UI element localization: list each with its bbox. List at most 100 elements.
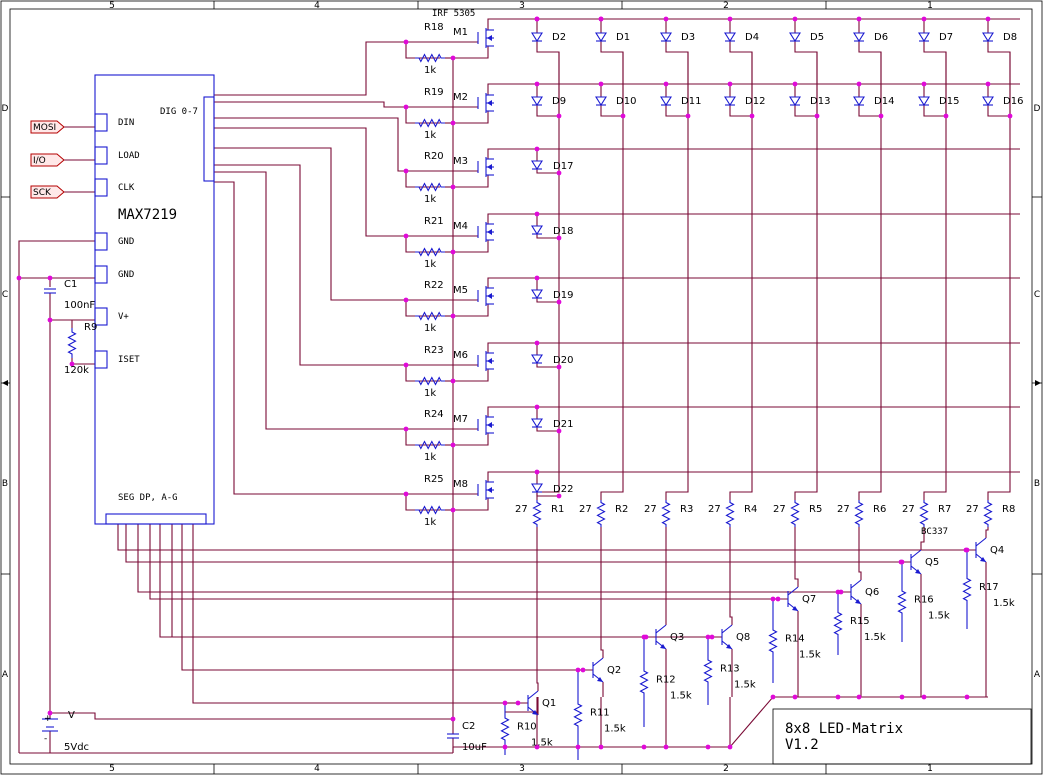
- gate-res-left: [405, 429, 440, 446]
- junction-dot: [598, 744, 604, 750]
- column-resistor-value: 27: [708, 504, 721, 515]
- supply-value: 5Vdc: [64, 742, 89, 753]
- junction-dot: [598, 16, 604, 22]
- mosfet-7-arrow: [487, 422, 492, 428]
- transistor-part-label: BC337: [921, 527, 948, 537]
- vcc-link: [50, 712, 453, 720]
- frame-col-label-bottom: 4: [314, 764, 320, 774]
- gate-resistor-label: R24: [424, 409, 444, 420]
- led-r2-4: [789, 96, 801, 107]
- led-r2-2: [660, 96, 672, 107]
- junction-dot: [47, 317, 53, 323]
- led-label: D12: [745, 96, 765, 107]
- junction-dot: [899, 559, 905, 565]
- led-label: D5: [810, 32, 824, 43]
- junction-dot: [534, 16, 540, 22]
- junction-dot: [641, 634, 647, 640]
- transistor-5-arrow: [855, 599, 861, 604]
- led-label: D13: [810, 96, 830, 107]
- gnd-rail: [18, 240, 95, 753]
- column-resistor-4: [725, 500, 735, 527]
- junction-dot: [814, 113, 820, 119]
- junction-dot: [16, 275, 22, 281]
- junction-dot: [403, 297, 409, 303]
- source-wire: [453, 46, 489, 59]
- chip-pin-box: [94, 265, 108, 284]
- gate-resistor-label: R19: [424, 87, 444, 98]
- center-arrow-left: [2, 380, 8, 386]
- junction-dot: [663, 744, 669, 750]
- chip-pin-label: GND: [118, 270, 134, 280]
- junction-dot: [556, 299, 562, 305]
- led-label: D4: [745, 32, 759, 43]
- gate-res-left: [405, 365, 440, 382]
- base-resistor-label: R15: [850, 616, 870, 627]
- frame-col-label-top: 2: [723, 1, 729, 11]
- base-resistor-1: [500, 703, 510, 755]
- base-resistor-5: [768, 599, 778, 683]
- title-line-2: V1.2: [785, 737, 819, 753]
- collector-wire: [729, 527, 733, 625]
- column-line-1: [536, 52, 560, 500]
- chip-pin-box: [94, 307, 108, 326]
- seg-wire-4: [149, 524, 788, 600]
- transistor-label: Q5: [925, 557, 939, 568]
- seg-wire-7: [117, 524, 976, 551]
- led-r1-1: [595, 32, 607, 43]
- led-r2-0: [531, 96, 543, 107]
- led-c1-0: [531, 160, 543, 171]
- junction-dot: [450, 313, 456, 319]
- battery-minus: -: [44, 734, 47, 744]
- junction-dot: [450, 55, 456, 61]
- col-link: [923, 105, 946, 117]
- column-resistor-value: 27: [837, 504, 850, 515]
- transistor-2-arrow: [660, 644, 666, 649]
- frame-col-label-bottom: 3: [519, 764, 525, 774]
- gate-res-left: [405, 494, 440, 511]
- col-link: [536, 298, 559, 303]
- base-resistor-4: [703, 637, 713, 705]
- junction-dot: [403, 491, 409, 497]
- frame-row-label-right: D: [1034, 104, 1041, 114]
- r9-value: 120k: [64, 365, 89, 376]
- led-c1-1: [531, 225, 543, 236]
- junction-dot: [403, 168, 409, 174]
- transistor-3-arrow: [726, 644, 732, 649]
- row-line-1: [487, 18, 1020, 30]
- junction-dot: [403, 39, 409, 45]
- junction-dot: [450, 378, 456, 384]
- junction-dot: [943, 113, 949, 119]
- junction-dot: [921, 81, 927, 87]
- gate-resistor-value: 1k: [424, 259, 436, 270]
- mosfet-5-arrow: [487, 293, 492, 299]
- led-c1-5: [531, 483, 543, 494]
- chip-pin-box: [94, 146, 108, 165]
- dig-wire-6: [214, 171, 406, 430]
- junction-dot: [878, 113, 884, 119]
- led-label: D2: [552, 32, 566, 43]
- junction-dot: [792, 16, 798, 22]
- gate-resistor-label: R20: [424, 151, 444, 162]
- gate-resistor-value: 1k: [424, 194, 436, 205]
- frame-col-label-top: 1: [927, 1, 933, 11]
- gate-res-left: [405, 42, 440, 59]
- frame-col-label-top: 5: [109, 1, 115, 11]
- column-resistor-label: R5: [809, 504, 822, 515]
- dig-wire-5: [214, 164, 406, 366]
- junction-dot: [556, 113, 562, 119]
- base-resistor-label: R13: [720, 664, 740, 675]
- source-wire: [453, 433, 489, 446]
- transistor-4-collector: [787, 586, 799, 596]
- junction-dot: [556, 170, 562, 176]
- transistor-2-collector: [655, 624, 667, 634]
- base-resistor-value: 1.5k: [531, 738, 553, 749]
- source-wire: [453, 175, 489, 188]
- junction-dot: [685, 113, 691, 119]
- gate-resistor-value: 1k: [424, 130, 436, 141]
- mosfet-1-arrow: [487, 35, 492, 41]
- port-label: I/O: [33, 156, 46, 166]
- base-resistor-2: [573, 670, 583, 760]
- junction-dot: [450, 249, 456, 255]
- collector-wire: [600, 527, 604, 658]
